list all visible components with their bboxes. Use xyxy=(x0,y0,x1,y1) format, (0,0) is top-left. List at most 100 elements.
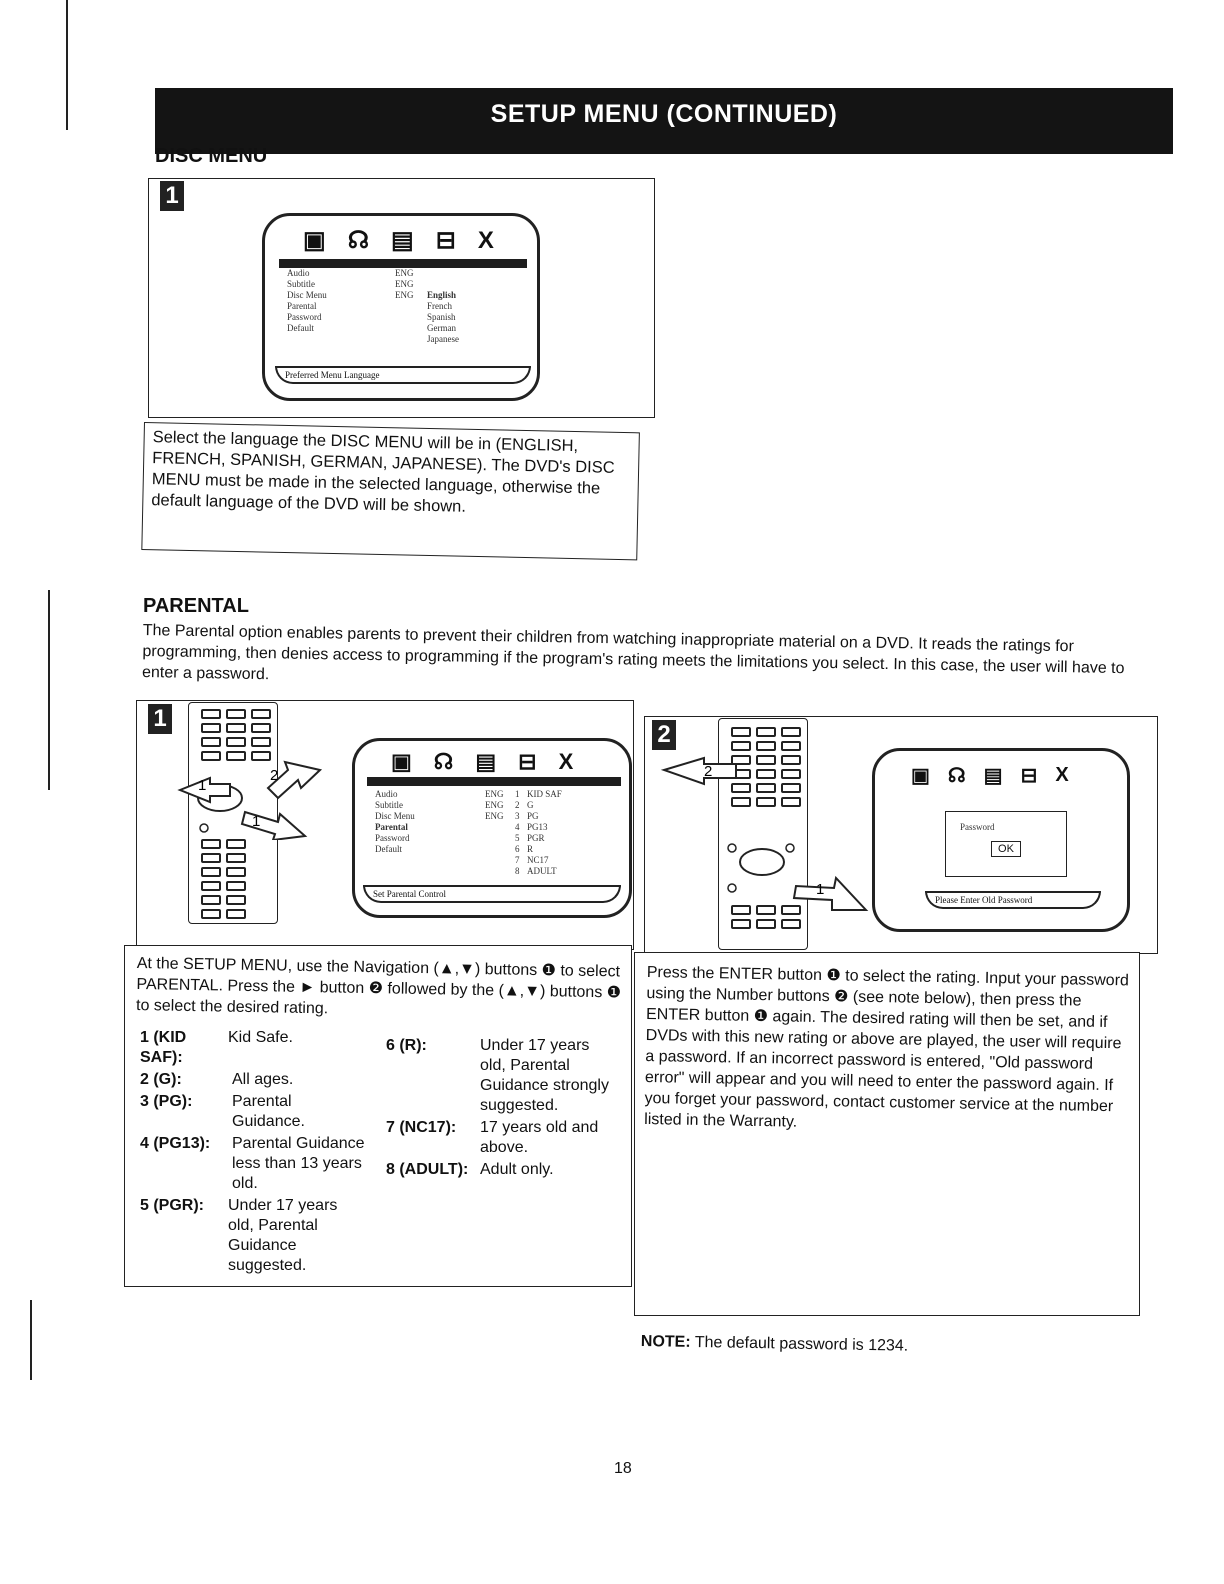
menu-item: Parental xyxy=(375,822,408,832)
rating-code: 2 (G): xyxy=(140,1071,182,1088)
note-label: NOTE: xyxy=(640,1333,691,1351)
arrow-label: 1 xyxy=(252,813,260,830)
menu-value: ENG xyxy=(395,279,414,289)
rating-code: 7 (NC17): xyxy=(386,1119,457,1136)
rating-number: 3 xyxy=(515,811,520,821)
video-icon: ▤ xyxy=(391,227,414,254)
menu-item: Password xyxy=(375,833,410,843)
rating-name: NC17 xyxy=(527,855,549,865)
menu-value: ENG xyxy=(395,268,414,278)
rating-desc: Under 17 years old, Parental Guidance su… xyxy=(228,1197,338,1274)
ratings-right-column: 6 (R): Under 17 years old, Parental Guid… xyxy=(386,1036,626,1180)
remote-control xyxy=(718,718,808,950)
arrow-label: 2 xyxy=(704,763,712,780)
rating-entry: 8 (ADULT): Adult only. xyxy=(386,1160,626,1180)
arrow-label: 1 xyxy=(816,881,824,898)
menu-items-list: Audio Subtitle Disc Menu Parental Passwo… xyxy=(375,789,415,855)
rating-name: PG xyxy=(527,811,539,821)
parental-step2-instructions: Press the ENTER button ❶ to select the r… xyxy=(644,963,1130,1131)
menu-item: Audio xyxy=(287,268,310,278)
menu-item: Disc Menu xyxy=(287,290,327,300)
rating-entry: 4 (PG13): Parental Guidance less than 13… xyxy=(140,1134,380,1194)
rating-code: 1 (KID SAF): xyxy=(140,1029,187,1066)
speaker-icon: ⊟ xyxy=(435,227,456,254)
rating-entry: 6 (R): Under 17 years old, Parental Guid… xyxy=(386,1036,626,1116)
default-password-note: NOTE: The default password is 1234. xyxy=(641,1333,909,1356)
video-icon: ▤ xyxy=(983,765,1003,787)
language-option: French xyxy=(427,301,452,311)
rating-entry: 5 (PGR): Under 17 years old, Parental Gu… xyxy=(140,1196,380,1276)
screen-status-bar: Preferred Menu Language xyxy=(275,366,531,384)
header-bar xyxy=(155,88,1173,154)
rating-desc: Kid Safe. xyxy=(228,1029,293,1046)
rating-name: KID SAF xyxy=(527,789,562,799)
password-dialog: Password OK xyxy=(945,811,1067,877)
rating-name: G xyxy=(527,800,534,810)
menu-value: ENG xyxy=(485,800,504,810)
menu-value: ENG xyxy=(395,290,414,300)
exit-icon: X xyxy=(558,749,574,774)
screen-icons: ▣ ☊ ▤ ⊟ X xyxy=(391,749,629,775)
language-option: English xyxy=(427,290,457,300)
video-icon: ▤ xyxy=(475,749,497,774)
audio-icon: ☊ xyxy=(433,749,454,774)
exit-icon: X xyxy=(1055,764,1069,786)
screen-icons: ▣ ☊ ▤ ⊟ X xyxy=(911,763,1127,788)
disc-menu-description-box: Select the language the DISC MENU will b… xyxy=(141,422,640,561)
menu-highlight-bar xyxy=(279,259,527,268)
rating-number: 8 xyxy=(515,866,520,876)
rating-entry: 7 (NC17): 17 years old and above. xyxy=(386,1118,626,1158)
page-title: SETUP MENU (CONTINUED) xyxy=(490,100,838,128)
arrow-label: 2 xyxy=(270,767,278,784)
arrow-label: 1 xyxy=(198,777,206,794)
rating-entry: 1 (KID SAF): Kid Safe. xyxy=(140,1028,380,1068)
screen-icons: ▣ ☊ ▤ ⊟ X xyxy=(303,226,537,255)
menu-value: ENG xyxy=(485,789,504,799)
menu-items-list: Audio Subtitle Disc Menu Parental Passwo… xyxy=(287,268,327,334)
language-icon: ▣ xyxy=(911,765,930,787)
rating-desc: Adult only. xyxy=(480,1161,554,1178)
step-badge: 1 xyxy=(148,704,172,734)
disc-menu-screen: ▣ ☊ ▤ ⊟ X Audio Subtitle Disc Menu Paren… xyxy=(262,213,540,401)
rating-entry: 3 (PG): Parental Guidance. xyxy=(140,1092,380,1132)
rating-name: PG13 xyxy=(527,822,548,832)
menu-item: Subtitle xyxy=(375,800,404,810)
exit-icon: X xyxy=(477,226,494,254)
rating-number: 1 xyxy=(515,789,520,799)
rating-code: 3 (PG): xyxy=(140,1093,193,1110)
language-option: Japanese xyxy=(427,334,459,344)
language-icon: ▣ xyxy=(303,227,326,254)
rating-number: 2 xyxy=(515,800,520,810)
disc-menu-description: Select the language the DISC MENU will b… xyxy=(151,428,615,516)
language-option: Spanish xyxy=(427,312,456,322)
note-text: The default password is 1234. xyxy=(694,1333,909,1355)
language-icon: ▣ xyxy=(391,749,412,774)
speaker-icon: ⊟ xyxy=(518,749,537,774)
menu-item: Password xyxy=(287,312,322,322)
menu-highlight-bar xyxy=(367,777,621,786)
number-enter-arrows-illustration: 2 1 xyxy=(660,756,869,911)
rating-code: 4 (PG13): xyxy=(140,1135,211,1152)
rating-name: PGR xyxy=(527,833,545,843)
step-badge: 1 xyxy=(160,181,184,211)
rating-numbers-list: 1 2 3 4 5 6 7 8 xyxy=(515,789,520,877)
parental-heading: PARENTAL xyxy=(143,595,249,617)
speaker-icon: ⊟ xyxy=(1020,765,1038,787)
language-options: English French Spanish German Japanese xyxy=(427,290,459,345)
parental-intro: The Parental option enables parents to p… xyxy=(141,621,1125,684)
parental-step1-text-box xyxy=(124,945,632,1287)
menu-item: Audio xyxy=(375,789,398,799)
rating-number: 7 xyxy=(515,855,520,865)
ok-button[interactable]: OK xyxy=(991,841,1021,857)
menu-item: Default xyxy=(375,844,402,854)
rating-name: R xyxy=(527,844,534,854)
parental-menu-screen: ▣ ☊ ▤ ⊟ X Audio Subtitle Disc Menu Paren… xyxy=(352,738,632,918)
password-label: Password xyxy=(960,822,995,832)
menu-item: Default xyxy=(287,323,314,333)
parental-step2-text-box xyxy=(634,952,1140,1316)
margin-line xyxy=(66,0,68,130)
menu-values-list: ENG ENG ENG xyxy=(395,268,414,301)
rating-code: 6 (R): xyxy=(386,1037,427,1054)
rating-desc: Under 17 years old, Parental Guidance st… xyxy=(480,1037,609,1114)
audio-icon: ☊ xyxy=(947,765,966,787)
